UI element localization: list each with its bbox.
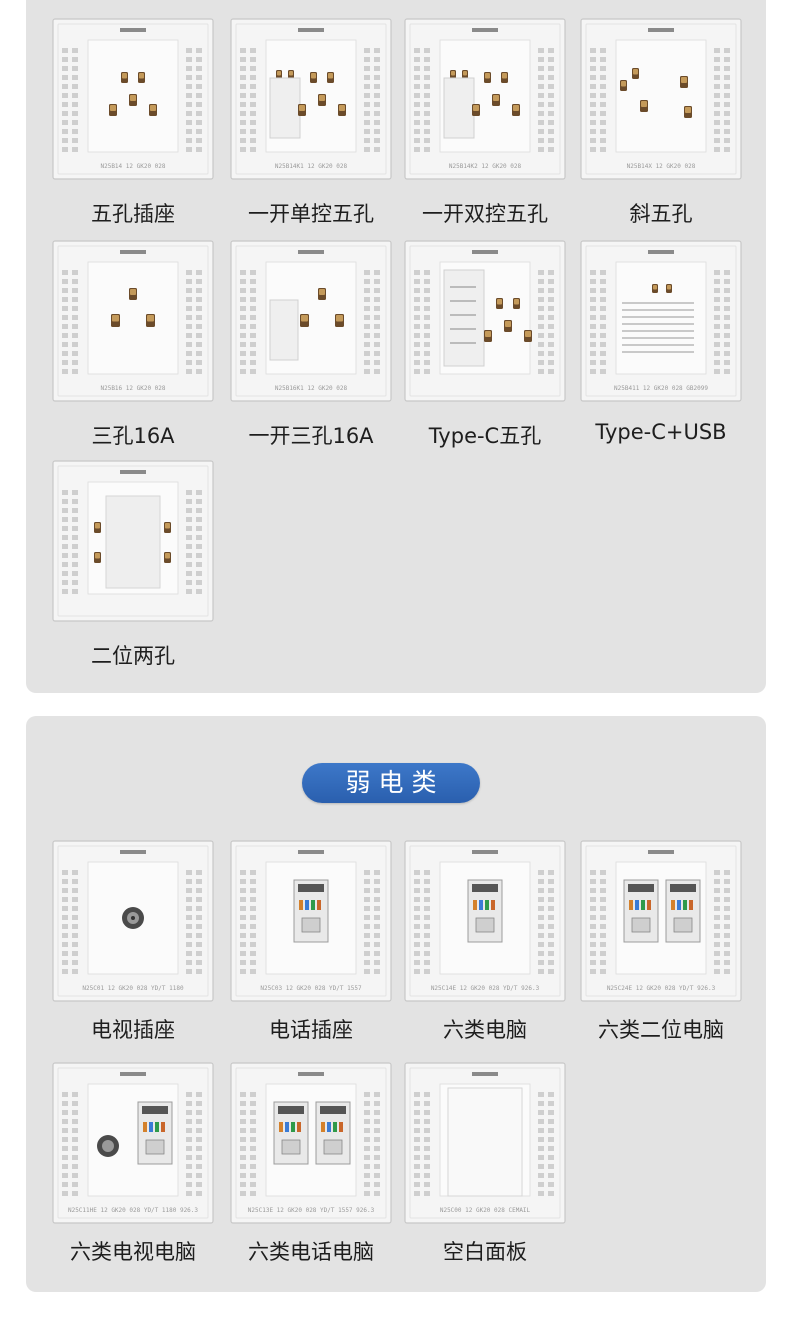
product-label: 电视插座 bbox=[91, 1018, 175, 1042]
product-photo: N25B14K2 12 GK20 028 bbox=[404, 18, 566, 180]
svg-text:N25B411 12 GK20 028 GB2099: N25B411 12 GK20 028 GB2099 bbox=[614, 385, 708, 392]
svg-text:N25C13E 12 GK20 028 YD/T 1557: N25C13E 12 GK20 028 YD/T 1557 926.3 bbox=[248, 1207, 375, 1214]
product-label: 六类电脑 bbox=[443, 1018, 527, 1042]
svg-text:N25B14K1 12 GK20 028: N25B14K1 12 GK20 028 bbox=[275, 163, 348, 170]
product-label: Type-C五孔 bbox=[428, 424, 542, 448]
svg-text:N25B14X 12 GK20 028: N25B14X 12 GK20 028 bbox=[627, 163, 696, 170]
product-photo: N25C24E 12 GK20 028 YD/T 926.3 bbox=[580, 840, 742, 1002]
product-photo: N25B411 12 GK20 028 GB2099 bbox=[580, 240, 742, 402]
product-label: 空白面板 bbox=[443, 1240, 527, 1264]
product-label: 一开单控五孔 bbox=[248, 202, 374, 226]
product-label: 二位两孔 bbox=[91, 644, 175, 668]
product-label: 三孔16A bbox=[91, 424, 175, 448]
svg-text:N25C11HE 12 GK20 028 YD/T 1180: N25C11HE 12 GK20 028 YD/T 1180 926.3 bbox=[68, 1207, 198, 1214]
product-label: 六类电话电脑 bbox=[248, 1240, 374, 1264]
product-photo: N25B14X 12 GK20 028 bbox=[580, 18, 742, 180]
product-photo bbox=[404, 240, 566, 402]
product-photo: N25B14K1 12 GK20 028 bbox=[230, 18, 392, 180]
product-label: Type-C+USB bbox=[595, 420, 727, 444]
product-photo: N25C00 12 GK20 028 CEMAIL bbox=[404, 1062, 566, 1224]
svg-text:N25B14K2 12 GK20 028: N25B14K2 12 GK20 028 bbox=[449, 163, 522, 170]
product-photo: N25C03 12 GK20 028 YD/T 1557 bbox=[230, 840, 392, 1002]
section-title: 弱电类 bbox=[302, 763, 480, 803]
product-photo: N25B14 12 GK20 028 bbox=[52, 18, 214, 180]
svg-text:N25C03 12 GK20 028 YD/T 1557: N25C03 12 GK20 028 YD/T 1557 bbox=[260, 985, 362, 992]
svg-text:N25B16 12 GK20 028: N25B16 12 GK20 028 bbox=[100, 385, 165, 392]
svg-text:N25C00 12 GK20 028 CEMAIL: N25C00 12 GK20 028 CEMAIL bbox=[440, 1207, 531, 1214]
product-label: 一开三孔16A bbox=[248, 424, 374, 448]
svg-text:N25C24E 12 GK20 028 YD/T 926.3: N25C24E 12 GK20 028 YD/T 926.3 bbox=[607, 985, 716, 992]
svg-text:N25B14 12 GK20 028: N25B14 12 GK20 028 bbox=[100, 163, 165, 170]
product-label: 电话插座 bbox=[269, 1018, 353, 1042]
product-photo: N25C01 12 GK20 028 YD/T 1180 bbox=[52, 840, 214, 1002]
product-label: 一开双控五孔 bbox=[422, 202, 548, 226]
product-photo: N25C14E 12 GK20 028 YD/T 926.3 bbox=[404, 840, 566, 1002]
product-photo: N25B16K1 12 GK20 028 bbox=[230, 240, 392, 402]
product-photo bbox=[52, 460, 214, 622]
product-label: 五孔插座 bbox=[91, 202, 175, 226]
svg-text:N25B16K1 12 GK20 028: N25B16K1 12 GK20 028 bbox=[275, 385, 348, 392]
svg-text:N25C01 12 GK20 028 YD/T 1180: N25C01 12 GK20 028 YD/T 1180 bbox=[82, 985, 184, 992]
product-label: 六类电视电脑 bbox=[70, 1240, 196, 1264]
svg-text:N25C14E 12 GK20 028 YD/T 926.3: N25C14E 12 GK20 028 YD/T 926.3 bbox=[431, 985, 540, 992]
product-label: 斜五孔 bbox=[629, 202, 693, 226]
product-photo: N25C13E 12 GK20 028 YD/T 1557 926.3 bbox=[230, 1062, 392, 1224]
product-label: 六类二位电脑 bbox=[598, 1018, 724, 1042]
product-photo: N25C11HE 12 GK20 028 YD/T 1180 926.3 bbox=[52, 1062, 214, 1224]
product-photo: N25B16 12 GK20 028 bbox=[52, 240, 214, 402]
